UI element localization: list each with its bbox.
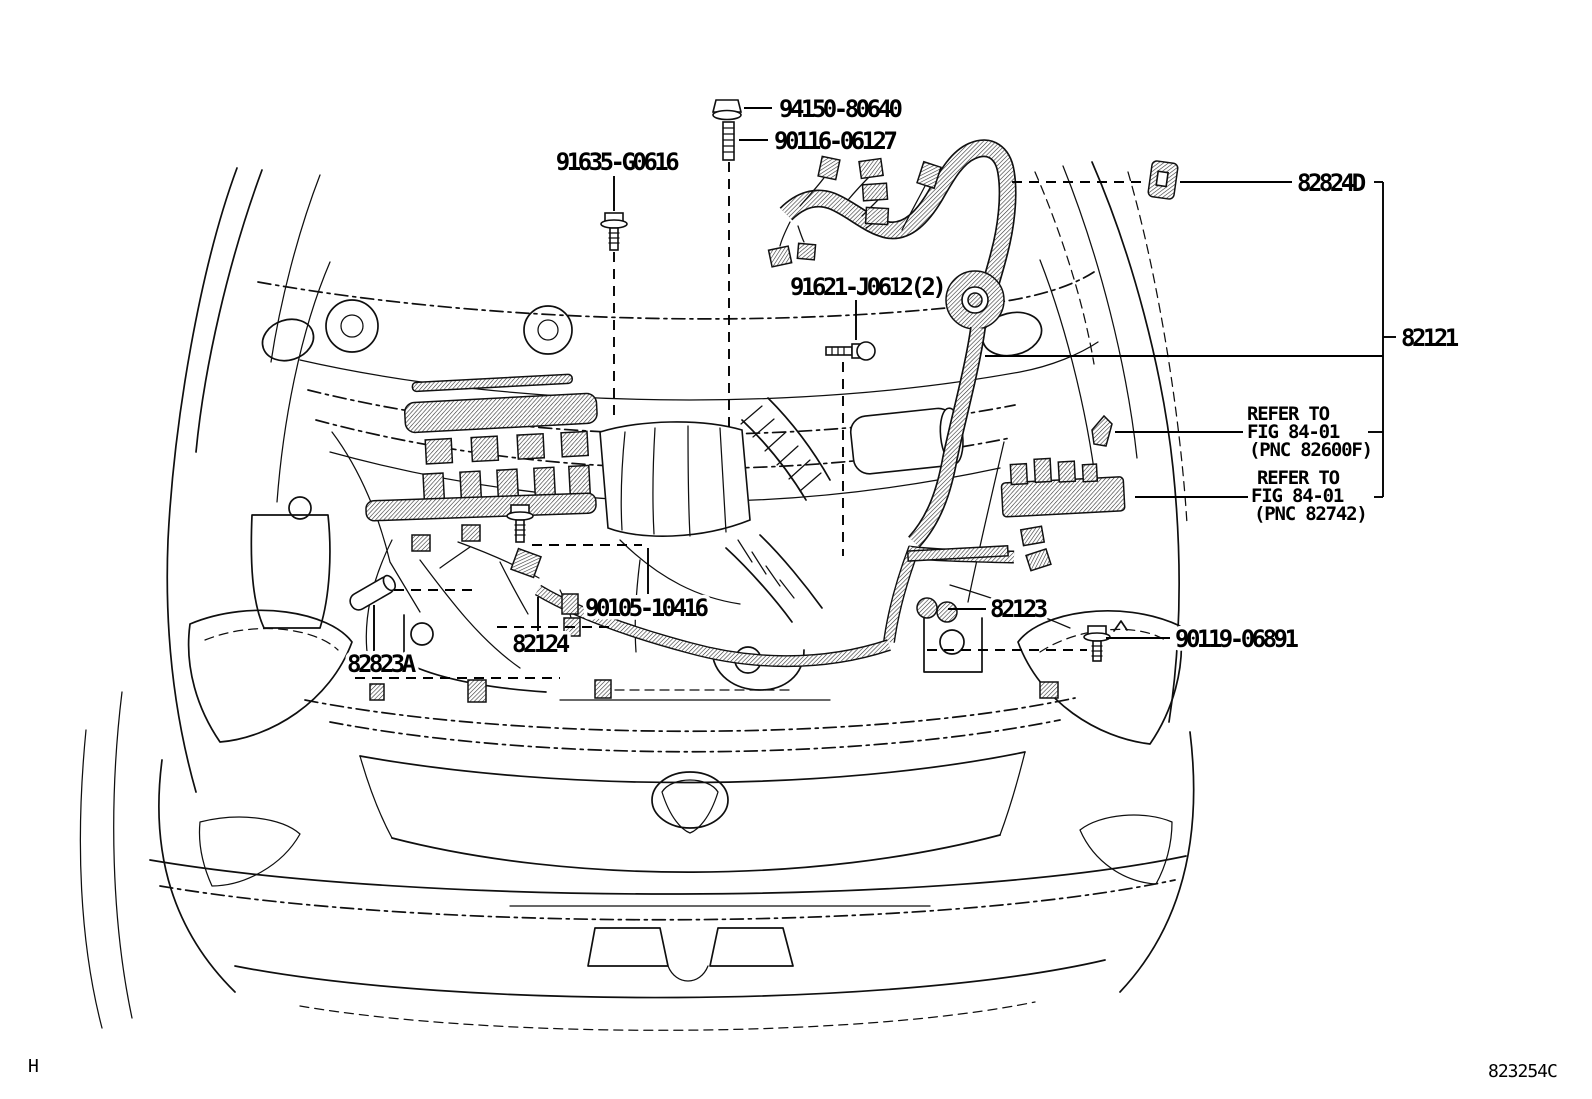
bolt-icon-90105 xyxy=(506,504,534,543)
svg-text:FIG 84-01: FIG 84-01 xyxy=(1247,421,1340,443)
part-labels: 94150-80640 90116-06127 91635-G0616 9162… xyxy=(28,92,1558,1083)
svg-text:(PNC 82742): (PNC 82742) xyxy=(1254,503,1367,525)
bolt-icon-90119 xyxy=(1083,625,1111,662)
part-label-91635: 91635-G0616 xyxy=(556,148,679,176)
sheet-code: 823254C xyxy=(1488,1061,1557,1082)
part-label-90119: 90119-06891 xyxy=(1175,625,1298,653)
flange-nut-icon xyxy=(711,99,743,121)
svg-text:FIG 84-01: FIG 84-01 xyxy=(1251,485,1344,507)
part-label-82124: 82124 xyxy=(512,630,570,658)
wiring-harness xyxy=(349,139,1179,703)
refer-note-1: REFER TO FIG 84-01 (PNC 82600F) xyxy=(1244,400,1376,464)
part-label-90116: 90116-06127 xyxy=(774,127,896,155)
part-label-90105: 90105-10416 xyxy=(585,594,708,622)
arrow-icon xyxy=(1113,620,1128,632)
part-label-91621: 91621-J0612(2) xyxy=(790,273,943,301)
part-label-82823a: 82823A xyxy=(347,650,417,678)
svg-text:REFER TO: REFER TO xyxy=(1247,403,1330,425)
stud-bolt-icon xyxy=(722,121,735,161)
part-label-82121: 82121 xyxy=(1401,324,1459,352)
engine-assembly xyxy=(250,373,983,693)
part-label-82123: 82123 xyxy=(990,595,1047,623)
leader-lines xyxy=(355,107,1396,679)
svg-text:REFER TO: REFER TO xyxy=(1257,467,1340,489)
refer-note-2: REFER TO FIG 84-01 (PNC 82742) xyxy=(1248,464,1371,528)
revision-mark: H xyxy=(28,1056,38,1077)
part-label-94150: 94150-80640 xyxy=(779,95,902,123)
bolt-icon-91635 xyxy=(600,212,628,251)
bolt-icon-91621 xyxy=(825,341,876,361)
part-label-82824d: 82824D xyxy=(1297,169,1366,197)
fastener-icons xyxy=(506,99,1128,662)
svg-text:(PNC 82600F): (PNC 82600F) xyxy=(1249,439,1372,461)
